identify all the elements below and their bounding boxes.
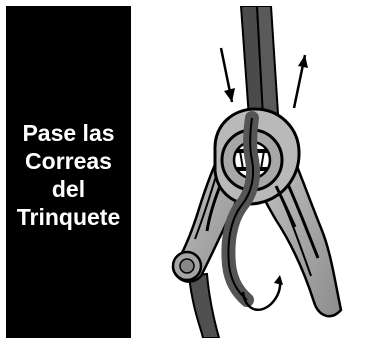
instruction-line-4: Trinquete xyxy=(16,204,121,230)
instruction-panel: Pase las Correas del Trinquete xyxy=(6,6,131,338)
lever-left-slot xyxy=(205,185,222,232)
lower-handle-strap xyxy=(187,272,221,338)
ratchet-spool-tab-left xyxy=(239,150,244,170)
ratchet-diagram xyxy=(131,6,372,338)
ratchet-spool-tab-right xyxy=(260,150,265,170)
strap-through-spool-outline xyxy=(227,117,255,301)
lever-right-slot xyxy=(274,185,297,228)
left-handle-inner xyxy=(194,175,217,240)
instruction-line-2: Correas xyxy=(25,148,112,174)
curved-arrow xyxy=(241,278,282,312)
down-arrow-head xyxy=(224,88,235,102)
instruction-text: Pase las Correas del Trinquete xyxy=(6,119,131,231)
curved-arrow-head xyxy=(274,275,283,285)
ratchet-illustration xyxy=(171,6,343,338)
handle-rivet-inner xyxy=(179,258,195,274)
instruction-line-1: Pase las xyxy=(22,120,115,146)
instruction-line-3: del xyxy=(51,176,86,202)
up-arrow-head xyxy=(298,55,308,68)
